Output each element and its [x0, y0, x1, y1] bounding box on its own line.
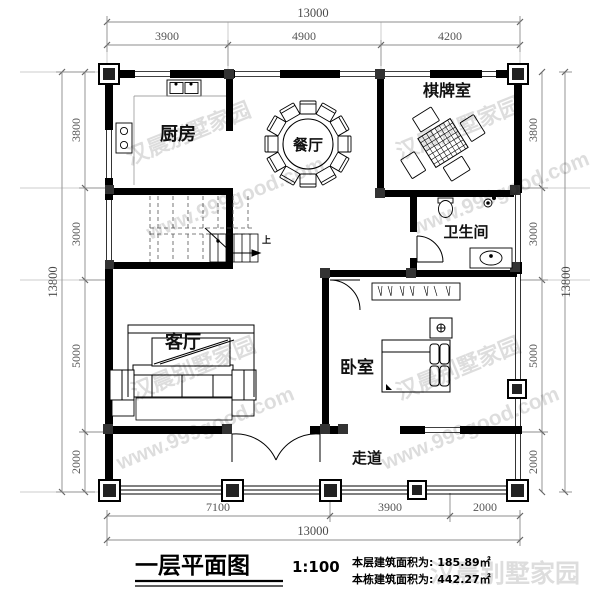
wardrobe [371, 282, 461, 301]
grid-extension-lines [20, 16, 590, 493]
stair-up-label: 上 [262, 234, 271, 246]
dim-left-total: 13800 [46, 266, 60, 297]
nightstand [429, 317, 453, 339]
dining-chairs [264, 100, 352, 188]
dim-right-seg-2: 3000 [526, 222, 540, 246]
room-label-majiang: 棋牌室 [423, 81, 471, 100]
mahjong-chairs [400, 106, 486, 182]
room-kitchen [115, 79, 226, 185]
dimensions-bottom [103, 493, 524, 546]
kitchen-sink-icon [166, 79, 202, 97]
dim-left-seg-1: 3800 [69, 118, 83, 142]
area-floor-text: 本层建筑面积为: 185.89㎡ [352, 555, 491, 569]
coffee-table [151, 337, 235, 367]
room-label-living: 客厅 [165, 331, 201, 353]
room-dining [264, 100, 352, 188]
kitchen-counter [133, 95, 226, 185]
room-bedroom [329, 279, 461, 393]
dim-right-seg-3: 5000 [526, 344, 540, 368]
bedroom-door-swing [329, 279, 361, 311]
room-label-corridor: 走道 [352, 449, 382, 467]
mahjong-table [417, 117, 469, 169]
dim-top-seg-3: 4200 [438, 29, 462, 43]
room-label-kitchen: 厨房 [160, 123, 196, 145]
dim-right-seg-4: 2000 [526, 450, 540, 474]
area-building-text: 本栋建筑面积为: 442.27㎡ [352, 572, 491, 586]
dim-bottom-seg-3: 2000 [473, 500, 497, 514]
washbasin-icon [469, 247, 513, 269]
dim-top-total: 13000 [297, 6, 328, 20]
room-label-dining: 餐厅 [293, 136, 323, 154]
room-living [109, 324, 257, 421]
entrance-double-door [231, 433, 321, 462]
dim-bottom-total: 13000 [297, 524, 328, 538]
columns [98, 63, 529, 502]
interior-walls [113, 76, 517, 427]
rug [135, 397, 233, 421]
drawing-title: 一层平面图 [135, 553, 250, 579]
drawing-scale: 1:100 [292, 558, 340, 576]
toilet-icon [437, 197, 454, 218]
room-label-bathroom: 卫生间 [443, 223, 488, 241]
dim-right-seg-1: 3800 [526, 118, 540, 142]
dining-table [282, 118, 334, 170]
dim-bottom-seg-1: 7100 [206, 500, 230, 514]
watermark-brand-5: 汉晨别墅家园 [430, 559, 580, 588]
dim-top-seg-1: 3900 [155, 29, 179, 43]
dim-left-seg-4: 2000 [69, 450, 83, 474]
dim-bottom-seg-2: 3900 [378, 500, 402, 514]
pillows [429, 343, 450, 387]
stair-upper-flight [149, 196, 255, 262]
room-label-bedroom: 卧室 [340, 357, 374, 378]
stair-direction-arrow [204, 227, 262, 257]
dim-top-seg-2: 4900 [292, 29, 316, 43]
dim-right-total: 13800 [559, 266, 573, 297]
room-majiang [400, 106, 486, 182]
side-table-left [111, 399, 135, 417]
walls [105, 70, 522, 495]
stair-treads-right [209, 233, 259, 263]
kitchen-stove-icon [115, 122, 133, 154]
shower-icon [483, 195, 497, 208]
tv-console [127, 324, 255, 397]
dim-left-seg-2: 3000 [69, 222, 83, 246]
room-bathroom [416, 195, 513, 269]
sofa-set [109, 364, 257, 401]
staircase [149, 196, 262, 263]
bathroom-door-swing [416, 235, 444, 263]
dim-left-seg-3: 5000 [69, 344, 83, 368]
